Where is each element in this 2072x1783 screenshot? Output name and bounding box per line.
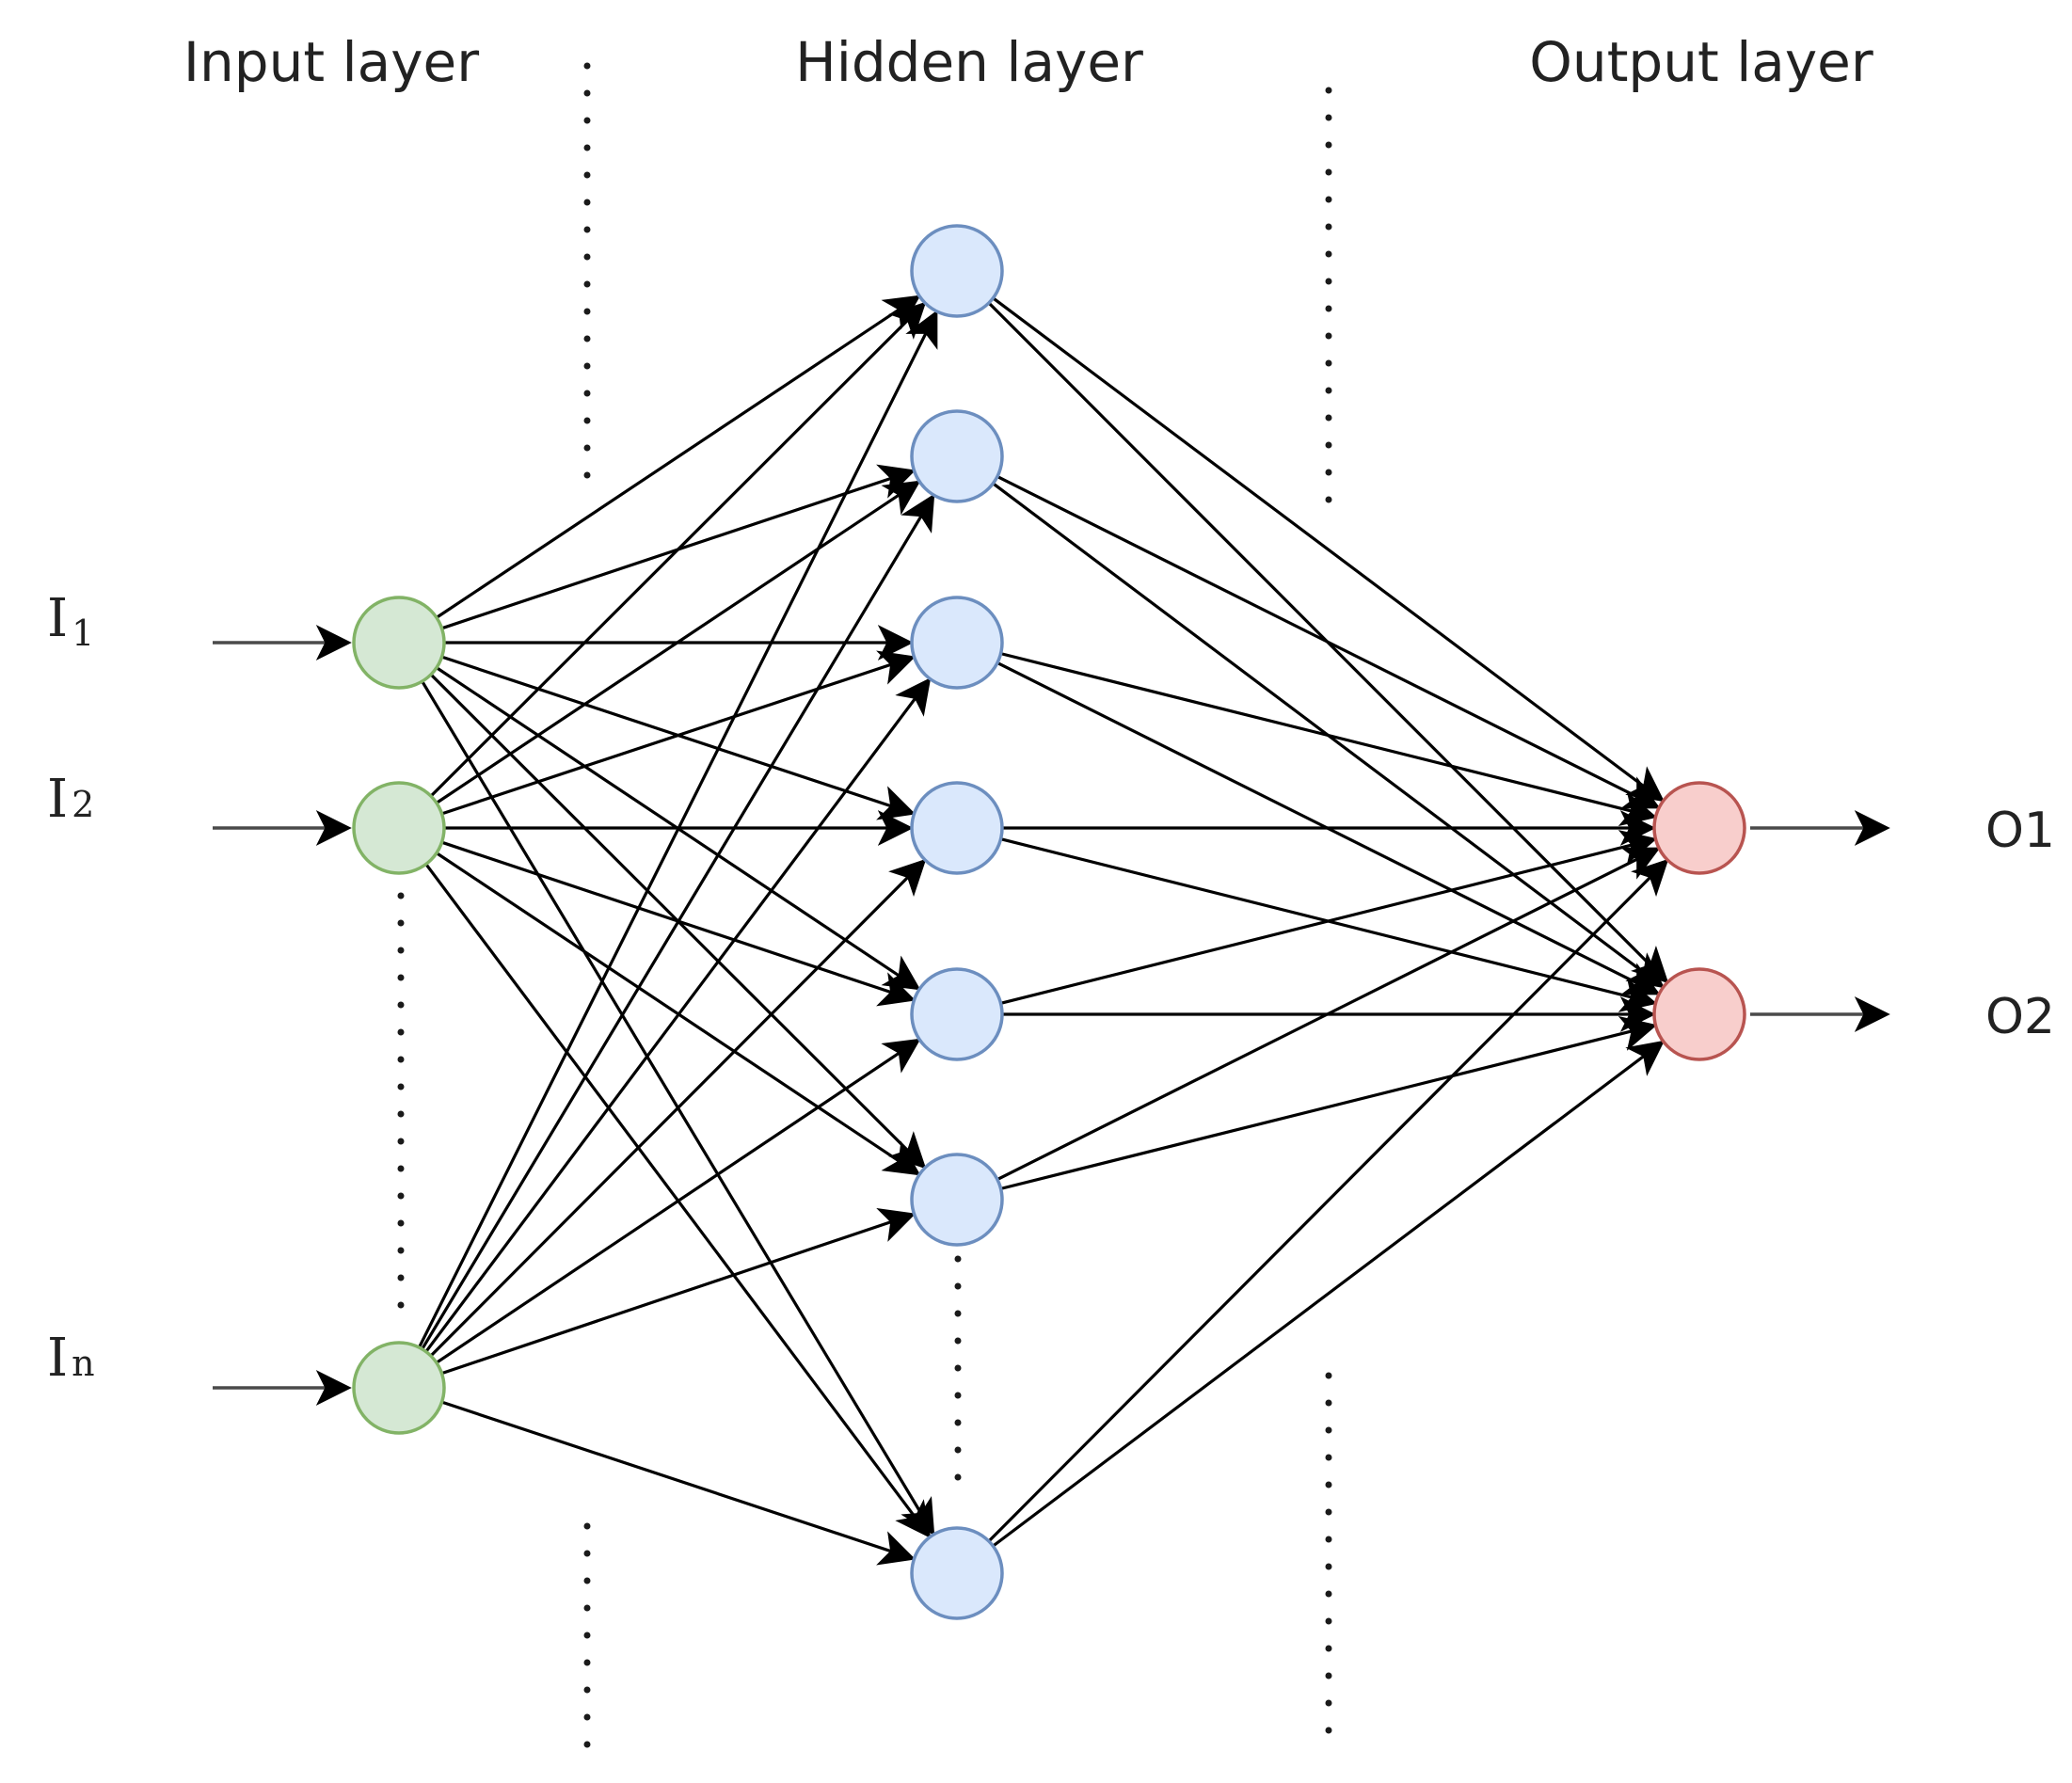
- edge-input-3-to-hidden-7: [441, 1400, 916, 1566]
- hidden-node-6: [910, 1153, 1004, 1247]
- edge-hidden-3-to-output-1: [1000, 652, 1658, 827]
- edge-input-1-to-hidden-1: [436, 295, 921, 619]
- edge-hidden-1-to-output-1: [992, 296, 1666, 803]
- input-label-1-main: I: [47, 588, 68, 649]
- edge-input-3-to-hidden-5: [435, 1038, 921, 1364]
- edge-hidden-7-to-output-1: [987, 858, 1669, 1543]
- edge-input-3-to-hidden-6: [440, 1207, 916, 1376]
- edge-hidden-6-to-output-1: [996, 847, 1661, 1181]
- hidden-node-2: [910, 409, 1004, 503]
- edge-hidden-2-to-output-1: [996, 475, 1661, 809]
- connection-edges: [418, 295, 1669, 1566]
- input-label-n-main: I: [47, 1328, 68, 1389]
- edge-input-3-to-hidden-1: [418, 310, 938, 1348]
- output-label-1: O1: [1985, 803, 2055, 859]
- edge-hidden-5-to-output-1: [1000, 830, 1658, 1005]
- output-node-1: [1652, 781, 1746, 875]
- input-node-2: [352, 781, 446, 875]
- hidden-layer-title: Hidden layer: [795, 30, 1143, 94]
- edge-input-2-to-hidden-3: [441, 650, 916, 816]
- input-label-2-main: I: [47, 769, 68, 830]
- output-layer-title: Output layer: [1529, 30, 1873, 94]
- output-label-2: O2: [1985, 989, 2055, 1045]
- input-label-n-sub: n: [72, 1343, 94, 1384]
- edge-input-3-to-hidden-2: [421, 493, 935, 1350]
- input-node-1: [352, 596, 446, 690]
- output-node-2: [1652, 967, 1746, 1061]
- hidden-node-4: [910, 781, 1004, 875]
- input-node-n: [352, 1341, 446, 1435]
- edge-hidden-6-to-output-2: [1000, 1015, 1658, 1190]
- edge-hidden-7-to-output-2: [992, 1040, 1666, 1548]
- hidden-node-n: [910, 1526, 1004, 1620]
- hidden-node-3: [910, 596, 1004, 690]
- input-label-2-sub: 2: [72, 784, 94, 825]
- hidden-node-1: [910, 224, 1004, 318]
- hidden-node-5: [910, 967, 1004, 1061]
- input-layer-title: Input layer: [183, 30, 479, 94]
- input-label-1-sub: 1: [72, 613, 94, 654]
- dotted-separators: [397, 62, 1332, 1754]
- output-arrows: [1750, 810, 1890, 1032]
- edge-input-2-to-hidden-6: [436, 852, 921, 1176]
- edge-input-2-to-hidden-2: [436, 480, 921, 804]
- edge-input-2-to-hidden-1: [429, 301, 927, 798]
- edge-input-3-to-hidden-4: [429, 858, 927, 1358]
- nodes: [352, 224, 1746, 1620]
- input-arrows: [213, 625, 352, 1406]
- edge-input-3-to-hidden-3: [424, 677, 932, 1353]
